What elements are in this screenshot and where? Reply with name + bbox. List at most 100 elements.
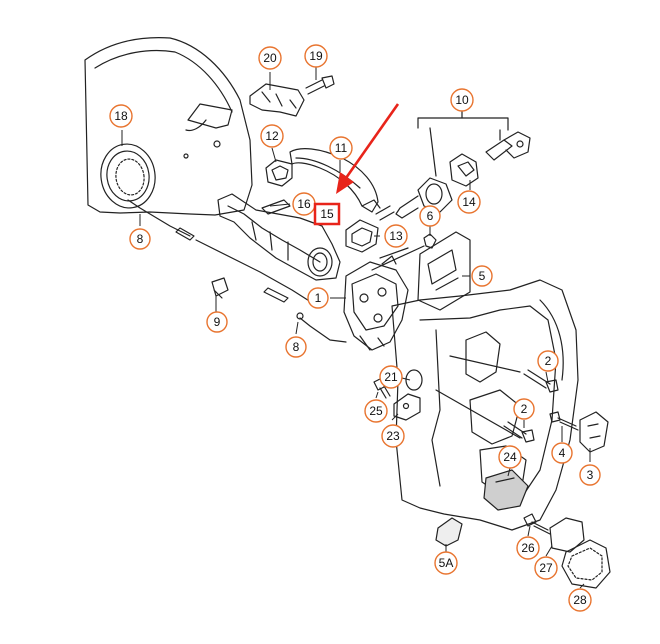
- part-21-cap: [405, 369, 423, 391]
- part-11-handle: [289, 148, 381, 213]
- callout-circle: [579, 464, 601, 486]
- callout-number: 3: [587, 468, 594, 482]
- part-24-bumper: [483, 469, 529, 511]
- part-10-key: [485, 131, 531, 161]
- callout-9: 9: [206, 311, 228, 333]
- callout-circle: [304, 44, 328, 68]
- part-6-clip: [423, 233, 437, 249]
- callout-5a: 5A: [434, 551, 458, 575]
- callout-15: 15: [313, 202, 341, 226]
- callout-number: 24: [503, 450, 517, 464]
- callout-number: 28: [573, 593, 587, 607]
- callout-number: 1: [315, 291, 322, 305]
- part-2-bolt-lower: [503, 421, 535, 443]
- callout-8a: 8: [129, 228, 151, 250]
- callout-12: 12: [260, 124, 284, 148]
- callout-circle: [258, 46, 282, 70]
- callout-6: 6: [419, 205, 441, 227]
- part-5a-cover: [435, 517, 463, 547]
- callout-8b: 8: [285, 336, 307, 358]
- callout-number: 5: [479, 269, 486, 283]
- callout-number: 13: [389, 229, 403, 243]
- callout-26: 26: [516, 536, 540, 560]
- callout-circle: [537, 350, 559, 372]
- callout-10: 10: [450, 88, 474, 112]
- callout-number: 5A: [439, 556, 454, 570]
- callout-2b: 2: [513, 398, 535, 420]
- callout-3: 3: [579, 464, 601, 486]
- leader-lines: [121, 66, 591, 589]
- callout-16: 16: [292, 192, 316, 216]
- callout-number: 4: [559, 446, 566, 460]
- callout-23: 23: [381, 424, 405, 448]
- callout-circle: [534, 556, 558, 580]
- callout-circle: [498, 445, 522, 469]
- callout-25: 25: [364, 399, 388, 423]
- callout-circle: [329, 136, 353, 160]
- callout-number: 16: [297, 197, 311, 211]
- part-9-clip: [211, 277, 229, 299]
- callout-circle: [384, 224, 408, 248]
- callout-number: 19: [309, 49, 323, 63]
- highlight-box: [313, 202, 341, 226]
- callout-number: 10: [455, 93, 469, 107]
- part-10-lock-cylinder: [375, 177, 453, 221]
- callout-circle: [471, 265, 493, 287]
- callout-number: 8: [137, 232, 144, 246]
- part-28-seal: [561, 539, 611, 589]
- callout-number: 25: [369, 404, 383, 418]
- callout-24: 24: [498, 445, 522, 469]
- callout-number: 18: [114, 109, 128, 123]
- callout-number: 14: [462, 195, 476, 209]
- callout-14: 14: [457, 190, 481, 214]
- callout-circle: [434, 551, 458, 575]
- door-panel-drawing: [84, 37, 611, 589]
- callout-5: 5: [471, 265, 493, 287]
- callout-circle: [381, 424, 405, 448]
- part-3-striker: [579, 411, 609, 453]
- part-8-cable-upper: [127, 199, 347, 343]
- part-4-screw: [549, 411, 579, 431]
- callout-number: 2: [545, 354, 552, 368]
- arrow-shaft: [344, 103, 400, 179]
- part-19-screw: [305, 75, 335, 95]
- callout-number: 21: [384, 370, 398, 384]
- part-1-lock: [343, 255, 409, 351]
- callout-number: 11: [335, 141, 348, 155]
- part-12-gasket: [265, 159, 293, 187]
- callout-circle: [457, 190, 481, 214]
- callout-number: 12: [265, 129, 279, 143]
- callout-circle: [568, 588, 592, 612]
- part-26-screw: [523, 513, 551, 535]
- callout-circle: [419, 205, 441, 227]
- part-20-bracket: [249, 83, 305, 117]
- callout-circle: [129, 228, 151, 250]
- callout-11: 11: [329, 136, 353, 160]
- callout-number: 9: [214, 315, 221, 329]
- highlight-arrow: [336, 103, 400, 194]
- callout-circle: [285, 336, 307, 358]
- callout-number: 2: [521, 402, 528, 416]
- callout-18: 18: [109, 104, 133, 128]
- callout-circle: [109, 104, 133, 128]
- part-14-lock-housing: [449, 153, 479, 187]
- callout-number: 23: [386, 429, 400, 443]
- arrow-head: [336, 172, 354, 194]
- callout-number: 20: [263, 51, 277, 65]
- callout-2a: 2: [537, 350, 559, 372]
- callout-number: 6: [427, 209, 434, 223]
- callout-circle: [364, 399, 388, 423]
- callout-number: 27: [539, 561, 553, 575]
- callout-circle: [260, 124, 284, 148]
- callout-21: 21: [379, 365, 403, 389]
- part-16-carrier: [217, 193, 341, 281]
- callout-27: 27: [534, 556, 558, 580]
- callout-19: 19: [304, 44, 328, 68]
- part-13-seal: [345, 219, 379, 253]
- callout-circle: [307, 287, 329, 309]
- lower-door-shell: [391, 279, 579, 531]
- callout-4: 4: [551, 442, 573, 464]
- callout-circle: [513, 398, 535, 420]
- callout-circle: [551, 442, 573, 464]
